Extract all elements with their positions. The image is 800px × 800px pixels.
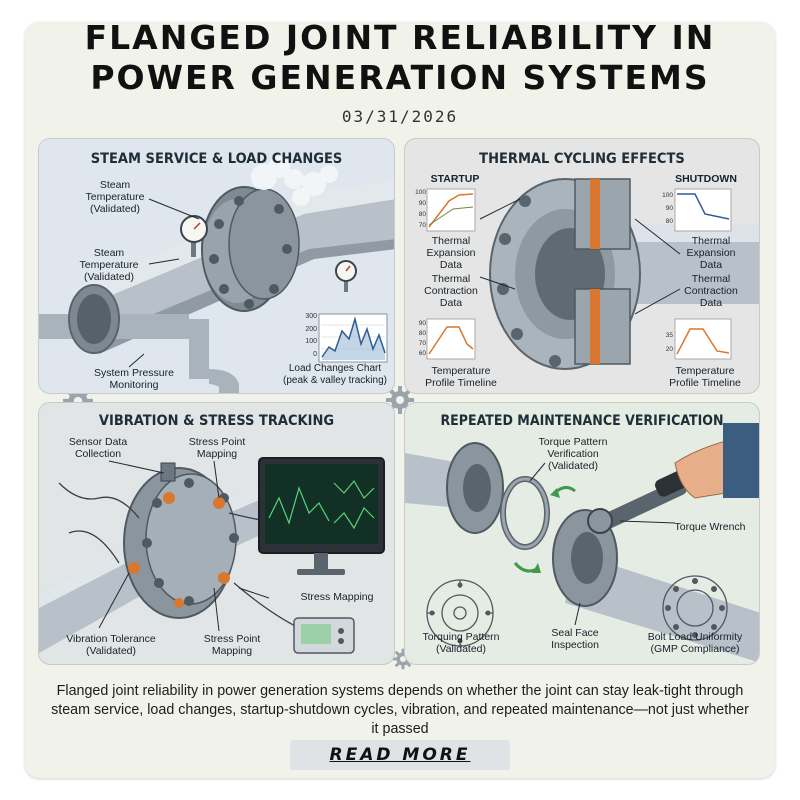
label-load-changes-chart: Load Changes Chart (peak & valley tracki… [283,363,387,386]
label-torquing-pattern: Torquing Pattern (Validated) [422,631,500,655]
label-thermal-contraction: Thermal Contraction Data [684,273,738,309]
steam-pipe-illustration [39,156,394,393]
startup-chart [426,188,476,232]
pressure-gauge-icon [335,260,357,292]
chart-tick: 90 [418,200,426,207]
steam-cloud-icon [251,156,338,206]
chart-tick: 35 [665,332,673,339]
label-thermal-expansion: Thermal Expansion Data [426,235,476,271]
chart-tick: 100 [415,189,426,196]
label-stress-point-top: Stress Point Mapping [188,436,246,460]
sensor-icon [128,492,230,608]
vibration-illustration [39,457,385,654]
panel-thermal-cycling: THERMAL CYCLING EFFECTS STARTUP SHUTDOWN… [404,138,760,394]
panel-steam-service: STEAM SERVICE & LOAD CHANGES Steam Tempe… [38,138,395,394]
chart-tick: 300 [305,313,317,320]
shutdown-chart [674,188,732,232]
read-more-button[interactable]: READ MORE [290,740,510,770]
maintenance-illustration [405,423,759,663]
page-title: FLANGED JOINT RELIABILITY IN POWER GENER… [0,18,800,98]
chart-tick: 60 [418,350,426,357]
gear-icon [392,648,414,670]
label-startup: STARTUP [430,173,480,185]
pressure-gauge-icon [180,215,208,257]
chart-tick: 80 [418,330,426,337]
label-seal-face: Seal Face Inspection [551,627,599,651]
temp-profile-chart-right [674,318,732,360]
label-system-pressure: System Pressure Monitoring [94,367,174,391]
label-torque-pattern: Torque Pattern Verification (Validated) [538,436,608,472]
chart-tick: 70 [418,222,426,229]
chart-tick: 90 [418,320,426,327]
label-temperature-profile: Temperature Profile Timeline [669,365,741,389]
label-vibration-tolerance: Vibration Tolerance (Validated) [66,633,156,657]
label-steam-temperature: Steam Temperature (Validated) [85,179,145,215]
load-changes-chart [318,313,388,363]
label-stress-mapping: Stress Mapping [300,591,374,603]
flange-cutaway-illustration [426,178,759,370]
description-text: Flanged joint reliability in power gener… [51,683,749,737]
label-stress-point-bottom: Stress Point Mapping [203,633,261,657]
publish-date: 03/31/2026 [341,107,459,126]
panel-maintenance: REPEATED MAINTENANCE VERIFICATION Torque… [404,402,760,665]
chart-tick: 80 [665,218,673,225]
panel-title-steam: STEAM SERVICE & LOAD CHANGES [90,151,343,167]
panel-title-vibration: VIBRATION & STRESS TRACKING [98,413,335,429]
label-temperature-profile: Temperature Profile Timeline [425,365,497,389]
monitor-icon [258,457,385,575]
label-steam-temperature: Steam Temperature (Validated) [79,247,139,283]
label-sensor-data: Sensor Data Collection [68,436,128,460]
chart-tick: 20 [665,346,673,353]
chart-tick: 200 [305,325,317,333]
sensor-box-icon [293,617,355,654]
temp-profile-chart-left [426,318,476,360]
chart-tick: 0 [313,350,317,358]
chart-tick: 100 [305,338,317,345]
chart-tick: 80 [418,211,426,218]
label-torque-wrench: Torque Wrench [674,521,746,533]
label-thermal-contraction: Thermal Contraction Data [424,273,478,309]
chart-tick: 100 [662,192,673,199]
label-bolt-load: Bolt Load Uniformity (GMP Compliance) [647,631,743,655]
panel-title-thermal: THERMAL CYCLING EFFECTS [479,151,685,167]
title-line-1: FLANGED JOINT RELIABILITY IN [84,18,716,57]
title-line-2: POWER GENERATION SYSTEMS [90,58,710,97]
label-shutdown: SHUTDOWN [675,173,737,185]
label-thermal-expansion: Thermal Expansion Data [686,235,736,271]
panel-title-maintenance: REPEATED MAINTENANCE VERIFICATION [440,413,724,429]
chart-tick: 70 [418,340,426,347]
panel-vibration-stress: VIBRATION & STRESS TRACKING Sensor Data … [38,402,395,665]
chart-tick: 90 [665,205,673,212]
